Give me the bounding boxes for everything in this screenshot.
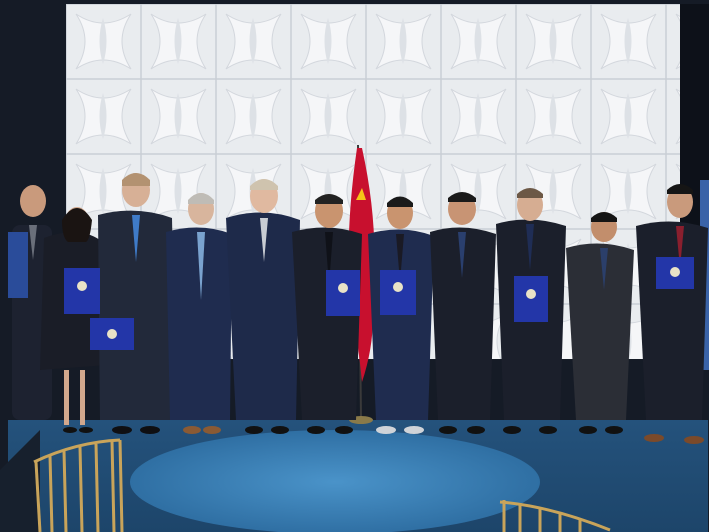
person [430, 192, 496, 434]
person [368, 196, 434, 434]
people-row [8, 173, 708, 444]
person [226, 179, 300, 434]
document-folder [380, 270, 416, 315]
person [496, 188, 566, 434]
carpet-spotlight [130, 430, 540, 532]
person [292, 194, 362, 434]
gold-chair-right [499, 500, 611, 532]
person [98, 173, 176, 434]
gold-chair-left [33, 438, 124, 532]
person [636, 184, 708, 444]
person [566, 212, 634, 434]
person [166, 193, 232, 434]
